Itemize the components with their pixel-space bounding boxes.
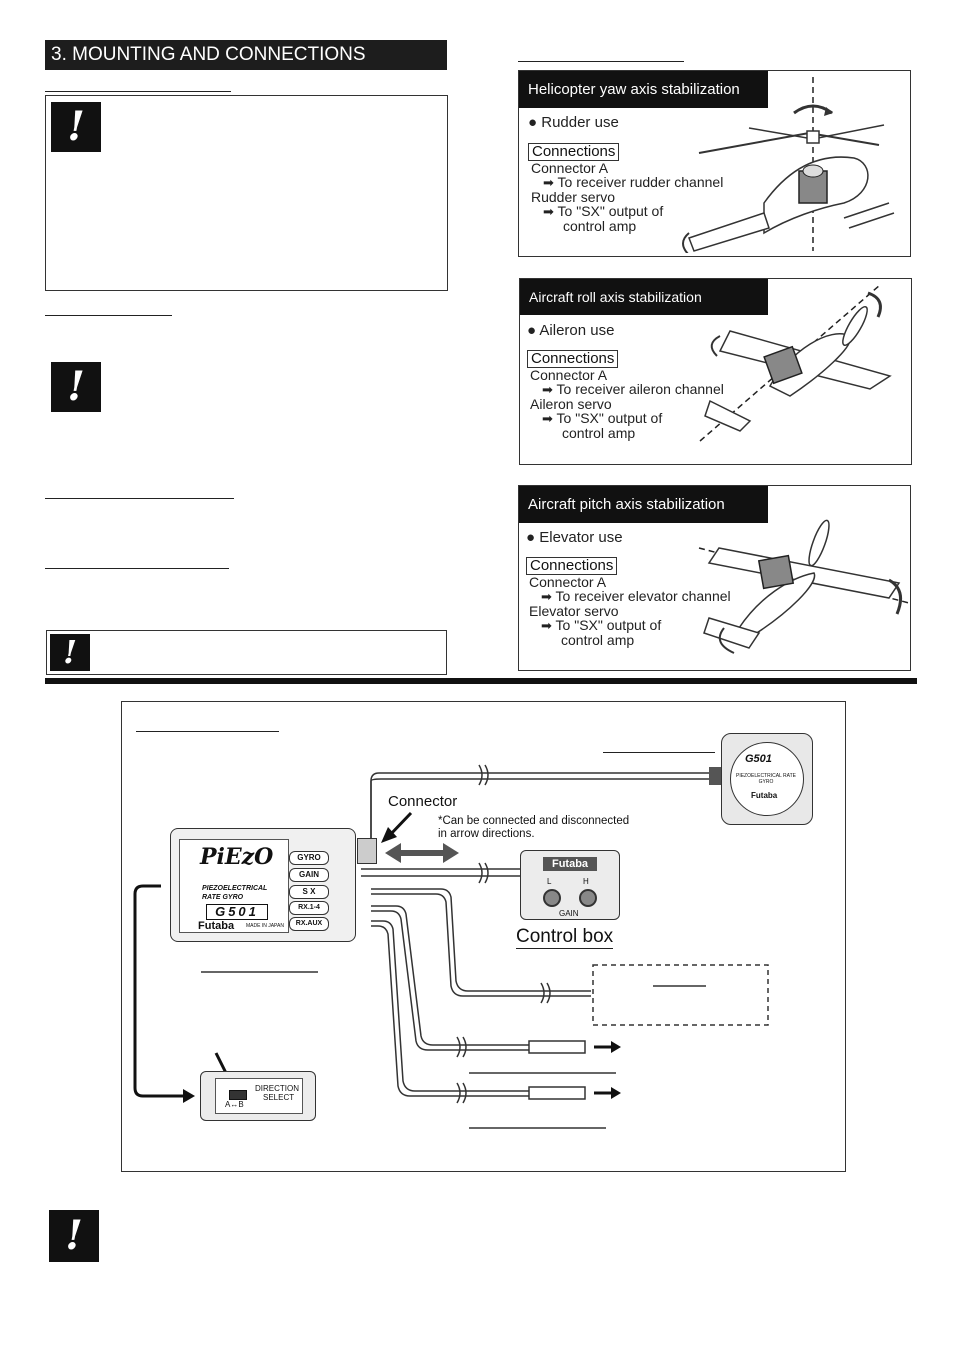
arrow-right-icon: ➡ bbox=[542, 382, 553, 397]
gain-knob-l[interactable] bbox=[543, 889, 561, 907]
divider bbox=[603, 752, 715, 753]
amp-port-sx: S X bbox=[289, 885, 329, 899]
control-box-gain: GAIN bbox=[559, 909, 579, 918]
connector-label: Connector A bbox=[531, 160, 609, 176]
panel-aircraft-roll: Aircraft roll axis stabilization ● Ailer… bbox=[519, 278, 912, 465]
amp-model: G501 bbox=[206, 904, 268, 920]
arrow-right-icon: ➡ bbox=[543, 204, 554, 219]
control-box-brand: Futaba bbox=[543, 857, 597, 871]
servo-label: Elevator servo bbox=[529, 603, 619, 619]
divider bbox=[45, 498, 234, 499]
gain-knob-h[interactable] bbox=[579, 889, 597, 907]
use-label: ● Rudder use bbox=[528, 114, 619, 131]
switch-ab-label: A↔B bbox=[225, 1100, 244, 1109]
arrow-right-icon: ➡ bbox=[541, 589, 552, 604]
amp-brand: Futaba bbox=[198, 920, 235, 932]
amp-port-gain: GAIN bbox=[289, 868, 329, 882]
amp-connector[interactable] bbox=[357, 838, 377, 864]
amp-label-panel: PiEzO PIEZOELECTRICAL RATE GYRO G501 Fut… bbox=[179, 839, 289, 933]
servo-label: Rudder servo bbox=[531, 189, 616, 205]
control-box-l: L bbox=[547, 877, 552, 886]
receiver-line: ➡ To receiver rudder channel bbox=[543, 174, 724, 191]
divider bbox=[45, 315, 172, 316]
receiver-line: ➡ To receiver aileron channel bbox=[542, 381, 724, 398]
amp-line: control amp bbox=[563, 218, 637, 234]
sx-line: ➡ To "SX" output of bbox=[543, 203, 664, 220]
connection-diagram bbox=[121, 701, 846, 1172]
arrow-right-icon: ➡ bbox=[542, 411, 553, 426]
amp-sub1: PIEZOELECTRICAL bbox=[202, 885, 268, 892]
section-title: 3. MOUNTING AND CONNECTIONS bbox=[45, 40, 447, 70]
panel-heading: Helicopter yaw axis stabilization bbox=[519, 71, 768, 108]
panel-aircraft-pitch: Aircraft pitch axis stabilization ● Elev… bbox=[518, 485, 911, 671]
amp-logo: PiEzO bbox=[200, 844, 274, 870]
connector-label: Connector A bbox=[530, 367, 608, 383]
panel-helicopter-yaw: Helicopter yaw axis stabilization ● Rudd… bbox=[518, 70, 911, 257]
amp-port-gyro: GYRO bbox=[289, 851, 329, 865]
amp-made: MADE IN JAPAN bbox=[246, 923, 284, 929]
section-divider bbox=[45, 678, 917, 684]
gyro-model: G501 bbox=[745, 753, 772, 765]
divider bbox=[45, 91, 231, 92]
control-amp: PiEzO PIEZOELECTRICAL RATE GYRO G501 Fut… bbox=[170, 828, 356, 942]
arrow-right-icon: ➡ bbox=[543, 175, 554, 190]
amp-sub2: RATE GYRO bbox=[202, 894, 244, 901]
sx-line: ➡ To "SX" output of bbox=[541, 617, 662, 634]
use-label: ● Aileron use bbox=[527, 322, 615, 339]
use-label: ● Elevator use bbox=[526, 529, 623, 546]
switch-label: SELECT bbox=[263, 1093, 295, 1102]
direction-toggle[interactable] bbox=[229, 1090, 247, 1100]
divider bbox=[136, 731, 279, 732]
switch-label: DIRECTION bbox=[255, 1084, 299, 1093]
wiring-lines bbox=[133, 764, 769, 1129]
connector-label: Connector A bbox=[529, 574, 607, 590]
gyro-ring-label: PIEZOELECTRICAL RATE GYRO bbox=[735, 773, 796, 785]
warning-box-2: ! bbox=[46, 630, 447, 675]
panel-heading: Aircraft roll axis stabilization bbox=[520, 279, 768, 315]
panel-heading: Aircraft pitch axis stabilization bbox=[519, 486, 768, 523]
receiver-line: ➡ To receiver elevator channel bbox=[541, 588, 731, 605]
aircraft-pitch-illustration bbox=[698, 519, 910, 654]
sx-line: ➡ To "SX" output of bbox=[542, 410, 663, 427]
amp-line: control amp bbox=[561, 632, 635, 648]
warning-box-1: ! bbox=[45, 95, 448, 291]
warning-icon: ! bbox=[51, 362, 101, 412]
control-box-label: Control box bbox=[516, 926, 614, 949]
connections-label: Connections bbox=[527, 350, 619, 368]
divider bbox=[45, 568, 229, 569]
direction-select-switch: DIRECTION SELECT A↔B bbox=[200, 1071, 316, 1121]
gyro-sensor: PIEZOELECTRICAL RATE GYRO G501 Futaba bbox=[721, 733, 813, 825]
gyro-face: PIEZOELECTRICAL RATE GYRO G501 Futaba bbox=[730, 742, 804, 816]
warning-icon: ! bbox=[51, 102, 101, 152]
connections-label: Connections bbox=[526, 557, 618, 575]
warning-icon: ! bbox=[49, 1210, 99, 1262]
servo-label: Aileron servo bbox=[530, 396, 612, 412]
divider bbox=[518, 61, 684, 62]
connector-note: in arrow directions. bbox=[438, 828, 535, 840]
arrow-right-icon: ➡ bbox=[541, 618, 552, 633]
control-box: Futaba L H GAIN bbox=[520, 850, 620, 920]
helicopter-illustration bbox=[682, 77, 895, 253]
aircraft-roll-illustration bbox=[699, 284, 892, 442]
control-box-h: H bbox=[583, 877, 589, 886]
connector-note: *Can be connected and disconnected bbox=[438, 815, 630, 827]
connections-label: Connections bbox=[528, 143, 620, 161]
amp-port-rxaux: RX.AUX bbox=[289, 917, 329, 931]
warning-icon: ! bbox=[50, 634, 90, 671]
connector-label: Connector bbox=[388, 793, 458, 810]
gyro-brand: Futaba bbox=[751, 791, 778, 800]
amp-port-rx14: RX.1-4 bbox=[289, 901, 329, 915]
amp-line: control amp bbox=[562, 425, 636, 441]
